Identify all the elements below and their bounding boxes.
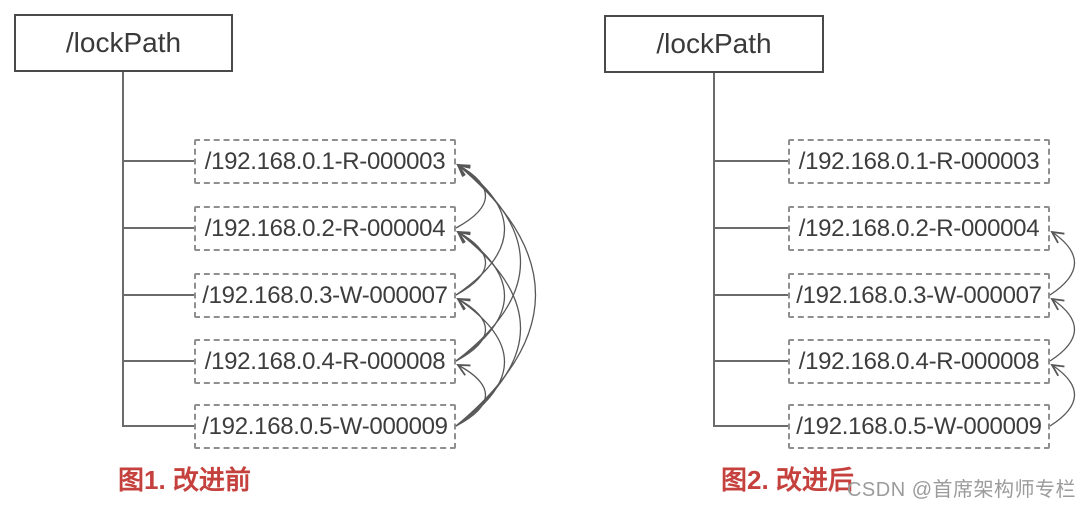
lock-node-label: /192.168.0.2-R-000004 [798, 214, 1040, 242]
root-node-label: /lockPath [656, 28, 772, 59]
tree-branch-line [122, 360, 194, 362]
lock-node-box: /192.168.0.4-R-000008 [194, 339, 456, 384]
lock-node-box: /192.168.0.3-W-000007 [194, 273, 456, 318]
lock-node-label: /192.168.0.4-R-000008 [204, 347, 446, 375]
lock-node-box: /192.168.0.5-W-000009 [788, 404, 1050, 449]
lock-node-label: /192.168.0.5-W-000009 [202, 412, 448, 440]
watch-arc [1049, 297, 1076, 362]
csdn-watermark: CSDN @首席架构师专栏 [846, 479, 1076, 501]
watch-arc [455, 230, 506, 362]
lock-node-box: /192.168.0.2-R-000004 [788, 206, 1050, 251]
watch-arc [1049, 230, 1076, 296]
tree-branch-line [713, 227, 788, 229]
watch-arc [455, 298, 487, 362]
lock-node-label: /192.168.0.4-R-000008 [798, 347, 1040, 375]
watch-arc [455, 297, 506, 427]
watch-arc [455, 163, 536, 427]
lock-node-label: /192.168.0.3-W-000007 [202, 281, 448, 309]
watch-arc [455, 364, 487, 427]
lock-node-box: /192.168.0.4-R-000008 [788, 339, 1050, 384]
watch-arc [455, 163, 521, 362]
lock-node-label: /192.168.0.3-W-000007 [796, 281, 1042, 309]
tree-branch-line [122, 425, 194, 427]
watch-arc [455, 230, 521, 427]
tree-branch-line [713, 425, 788, 427]
tree-branch-line [713, 360, 788, 362]
figure-caption: 图2. 改进后 [721, 465, 854, 495]
watch-arc [455, 164, 487, 229]
lock-node-box: /192.168.0.5-W-000009 [194, 404, 456, 449]
tree-branch-line [122, 227, 194, 229]
lock-node-box: /192.168.0.1-R-000003 [788, 139, 1050, 184]
root-node-box: /lockPath [14, 14, 233, 72]
tree-branch-line [713, 160, 788, 162]
lock-node-box: /192.168.0.1-R-000003 [194, 139, 456, 184]
lock-node-label: /192.168.0.1-R-000003 [798, 147, 1040, 175]
lock-node-label: /192.168.0.1-R-000003 [204, 147, 446, 175]
tree-trunk-line [122, 72, 124, 426]
watch-arc [455, 231, 487, 296]
tree-branch-line [122, 160, 194, 162]
tree-trunk-line [713, 73, 715, 426]
lock-node-box: /192.168.0.3-W-000007 [788, 273, 1050, 318]
tree-branch-line [713, 294, 788, 296]
lock-node-label: /192.168.0.2-R-000004 [204, 214, 446, 242]
figure-caption: 图1. 改进前 [118, 465, 251, 495]
watch-arc [1049, 363, 1076, 427]
lock-node-box: /192.168.0.2-R-000004 [194, 206, 456, 251]
root-node-box: /lockPath [604, 15, 824, 73]
tree-branch-line [122, 294, 194, 296]
lock-node-label: /192.168.0.5-W-000009 [796, 412, 1042, 440]
watch-arc [455, 163, 506, 296]
root-node-label: /lockPath [65, 27, 182, 58]
